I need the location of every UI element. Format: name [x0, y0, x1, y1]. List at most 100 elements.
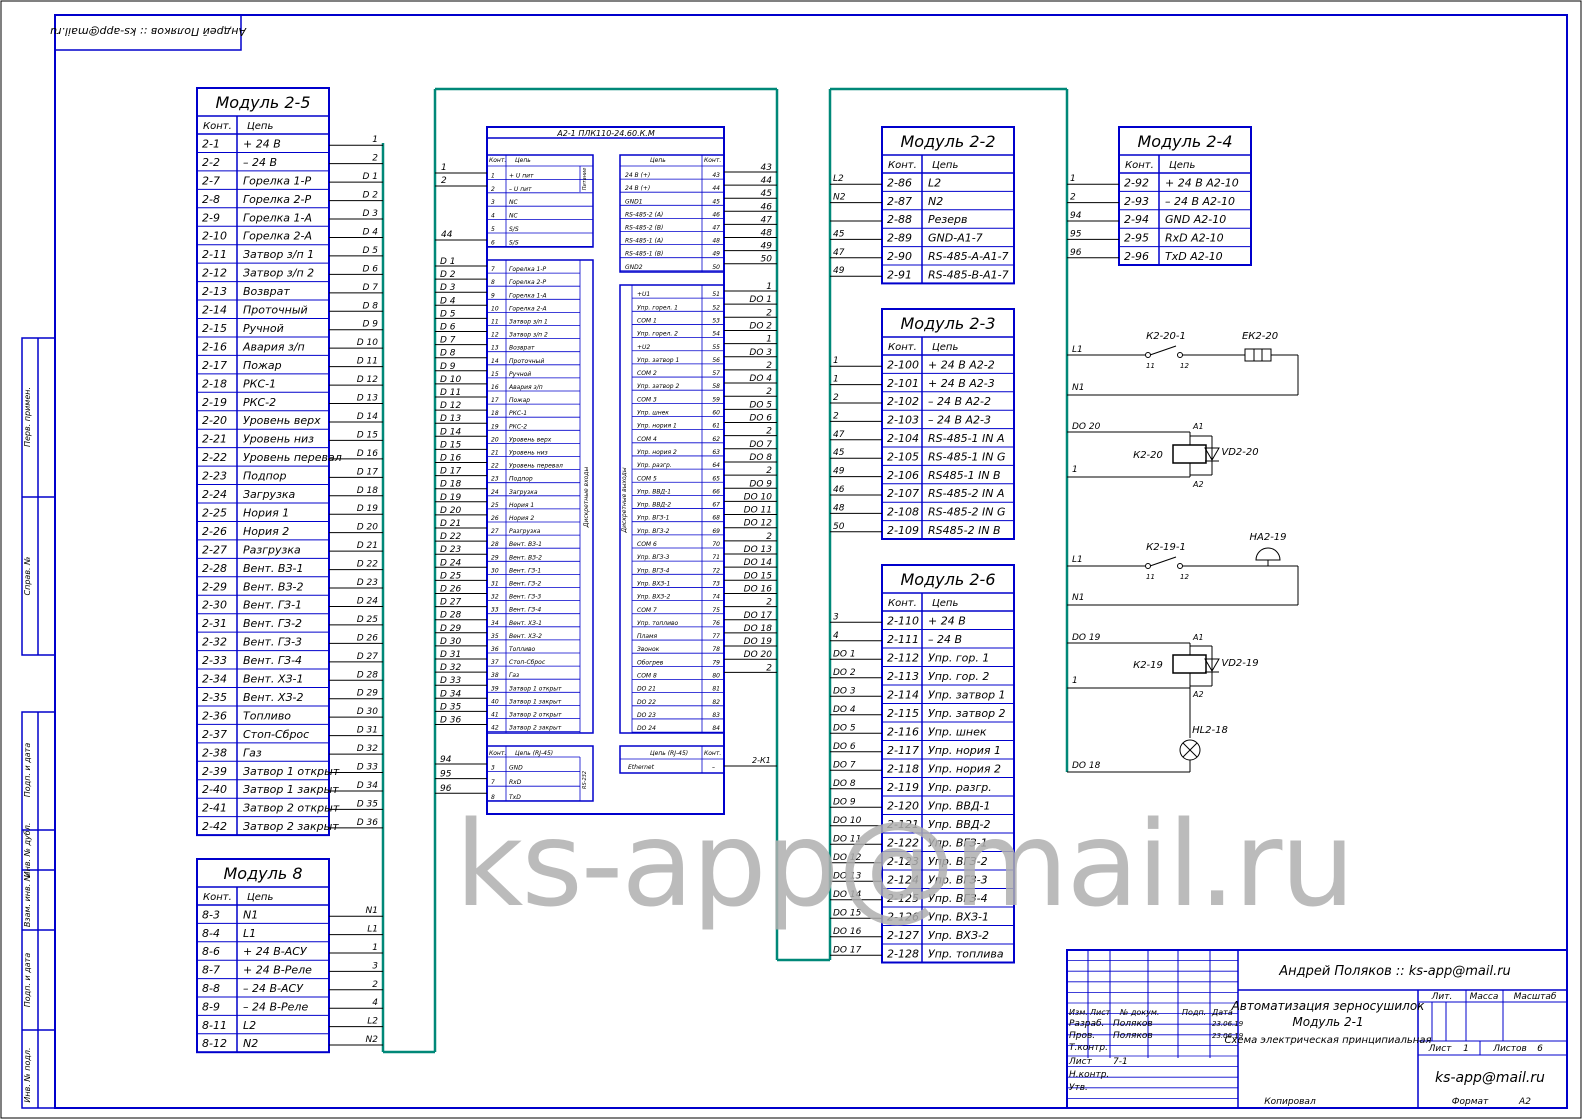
m8-contact: 8-6: [202, 945, 220, 958]
wire-label: 95: [1070, 229, 1082, 239]
plc-rpower-box: [619, 154, 725, 273]
wire-label: 44: [441, 230, 453, 240]
m8-circuit: L1: [243, 927, 256, 940]
plc-signal: COM 8: [637, 673, 657, 680]
plc-col-contact: Конт.: [704, 750, 721, 757]
plc-signal: Горелка 1-А: [509, 292, 547, 299]
plc-pin: 77: [712, 633, 720, 640]
plc-signal: S/S: [509, 226, 519, 233]
plc-signal: Уровень низ: [509, 450, 548, 457]
wire-label: DO 12: [744, 519, 773, 529]
m25-contact: 2-29: [202, 580, 227, 593]
tb-nkontr: Н.контр.: [1069, 1070, 1109, 1080]
m25-contact: 2-11: [202, 248, 227, 261]
m8-circuit: N2: [243, 1037, 258, 1050]
plc-pin: 71: [712, 554, 720, 561]
relay-coil: [1172, 654, 1207, 674]
plc-signal: Уровень верх: [509, 436, 552, 443]
tb-utv: Утв.: [1069, 1083, 1088, 1093]
diode-icon: [1204, 447, 1220, 461]
m26-contact: 2-120: [887, 800, 919, 813]
m25-contact: 2-28: [202, 562, 227, 575]
plc-pin: 5: [491, 226, 495, 233]
plc-pin: 20: [491, 436, 499, 443]
plc-pin: 64: [712, 462, 720, 469]
wire-label: D 20: [357, 523, 379, 533]
m26-circuit: Упр. ВГЗ-2: [928, 855, 988, 868]
wire-label: DO 2: [833, 668, 856, 678]
m26-circuit: Упр. затвор 1: [928, 689, 1006, 702]
plc-signal: Обогрев: [637, 659, 664, 666]
plc-pin: 49: [712, 251, 720, 258]
plc-signal: Нория 1: [509, 502, 534, 509]
m8-title: Модуль 8: [223, 864, 302, 883]
m26-col-contact: Конт.: [888, 598, 917, 609]
wire-label: DO 5: [749, 400, 772, 410]
plc-signal: Ручной: [509, 371, 531, 378]
wire-label: 1: [833, 375, 839, 385]
plc-signal: Упр. затвор 1: [637, 357, 679, 364]
pin-label: А2: [1192, 480, 1204, 489]
margin-label: Справ. №: [23, 557, 32, 596]
wire-label: DO 13: [833, 871, 862, 881]
plc-pin: 79: [712, 659, 720, 666]
title-block: [1066, 949, 1568, 1109]
wire-label: 2: [833, 393, 839, 403]
plc-signal: GND: [509, 765, 523, 772]
wire-label: 4: [833, 631, 839, 641]
m25-circuit: + 24 В: [243, 137, 281, 150]
relay-contact-label: К2-20-1: [1146, 331, 1186, 342]
m25-circuit: Нория 1: [243, 506, 289, 519]
m25-circuit: Ручной: [243, 322, 284, 335]
m25-contact: 2-40: [202, 783, 227, 796]
plc-signal: РКС-1: [509, 410, 527, 417]
plc-pin: 50: [712, 264, 720, 271]
tb-org: ks-app@mail.ru: [1435, 1070, 1545, 1086]
m23-circuit: + 24 В А2-2: [928, 358, 995, 371]
m25-circuit: Вент. ВЗ-1: [243, 562, 303, 575]
m26-circuit: Упр. шнек: [928, 726, 987, 739]
plc-signal: Затвор 1 закрыт: [509, 698, 562, 705]
m25-contact: 2-9: [202, 211, 220, 224]
tb-title2: Модуль 2-1: [1292, 1015, 1363, 1029]
author-stamp: Андрей Поляков :: ks-app@mail.ru: [50, 25, 247, 38]
m22-col-circuit: Цепь: [932, 160, 958, 171]
tb-tkontr: Т.контр.: [1069, 1043, 1108, 1053]
m8-contact: 8-8: [202, 982, 220, 995]
margin-label: Инв. № дубл.: [23, 823, 32, 878]
plc-signal: COM 5: [637, 475, 657, 482]
wire-label: DO 19: [744, 637, 773, 647]
wire-label: DO 8: [749, 453, 772, 463]
plc-pin: –: [712, 764, 715, 771]
wire-label: D 35: [440, 702, 462, 712]
m26-circuit: Упр. ВВД-2: [928, 818, 991, 831]
plc-pin: 66: [712, 488, 720, 495]
m23-contact: 2-101: [887, 377, 919, 390]
pin-label: 11: [1146, 362, 1155, 370]
wire-label: DO 1: [833, 649, 856, 659]
bell-label: НА2-19: [1249, 532, 1286, 543]
m25-contact: 2-32: [202, 636, 227, 649]
m22-table: [881, 126, 1015, 285]
wire-label: D 28: [440, 611, 462, 621]
plc-signal: COM 1: [637, 317, 657, 324]
contact-terminal: [1177, 352, 1183, 358]
m25-circuit: Затвор 2 открыт: [243, 802, 340, 815]
plc-pin: 72: [712, 567, 720, 574]
m25-contact: 2-8: [202, 193, 220, 206]
plc-col-circuit: Цепь: [650, 157, 666, 164]
m25-table: [196, 87, 330, 837]
margin-label: Подп. и дата: [23, 953, 32, 1008]
wire-label: 44: [761, 176, 773, 186]
m24-circuit: RxD А2-10: [1165, 232, 1224, 245]
m25-circuit: Вент. ГЗ-3: [243, 636, 302, 649]
plc-pin: 59: [712, 396, 720, 403]
m26-circuit: Упр. ВГЗ-3: [928, 874, 988, 887]
diode-label: VD2-19: [1221, 658, 1258, 669]
wire-label: 46: [833, 485, 845, 495]
plc-signal: Упр. ВГЗ-2: [637, 528, 670, 535]
m26-contact: 2-110: [887, 615, 919, 628]
wire-label: D 18: [357, 486, 379, 496]
m25-contact: 2-23: [202, 470, 227, 483]
